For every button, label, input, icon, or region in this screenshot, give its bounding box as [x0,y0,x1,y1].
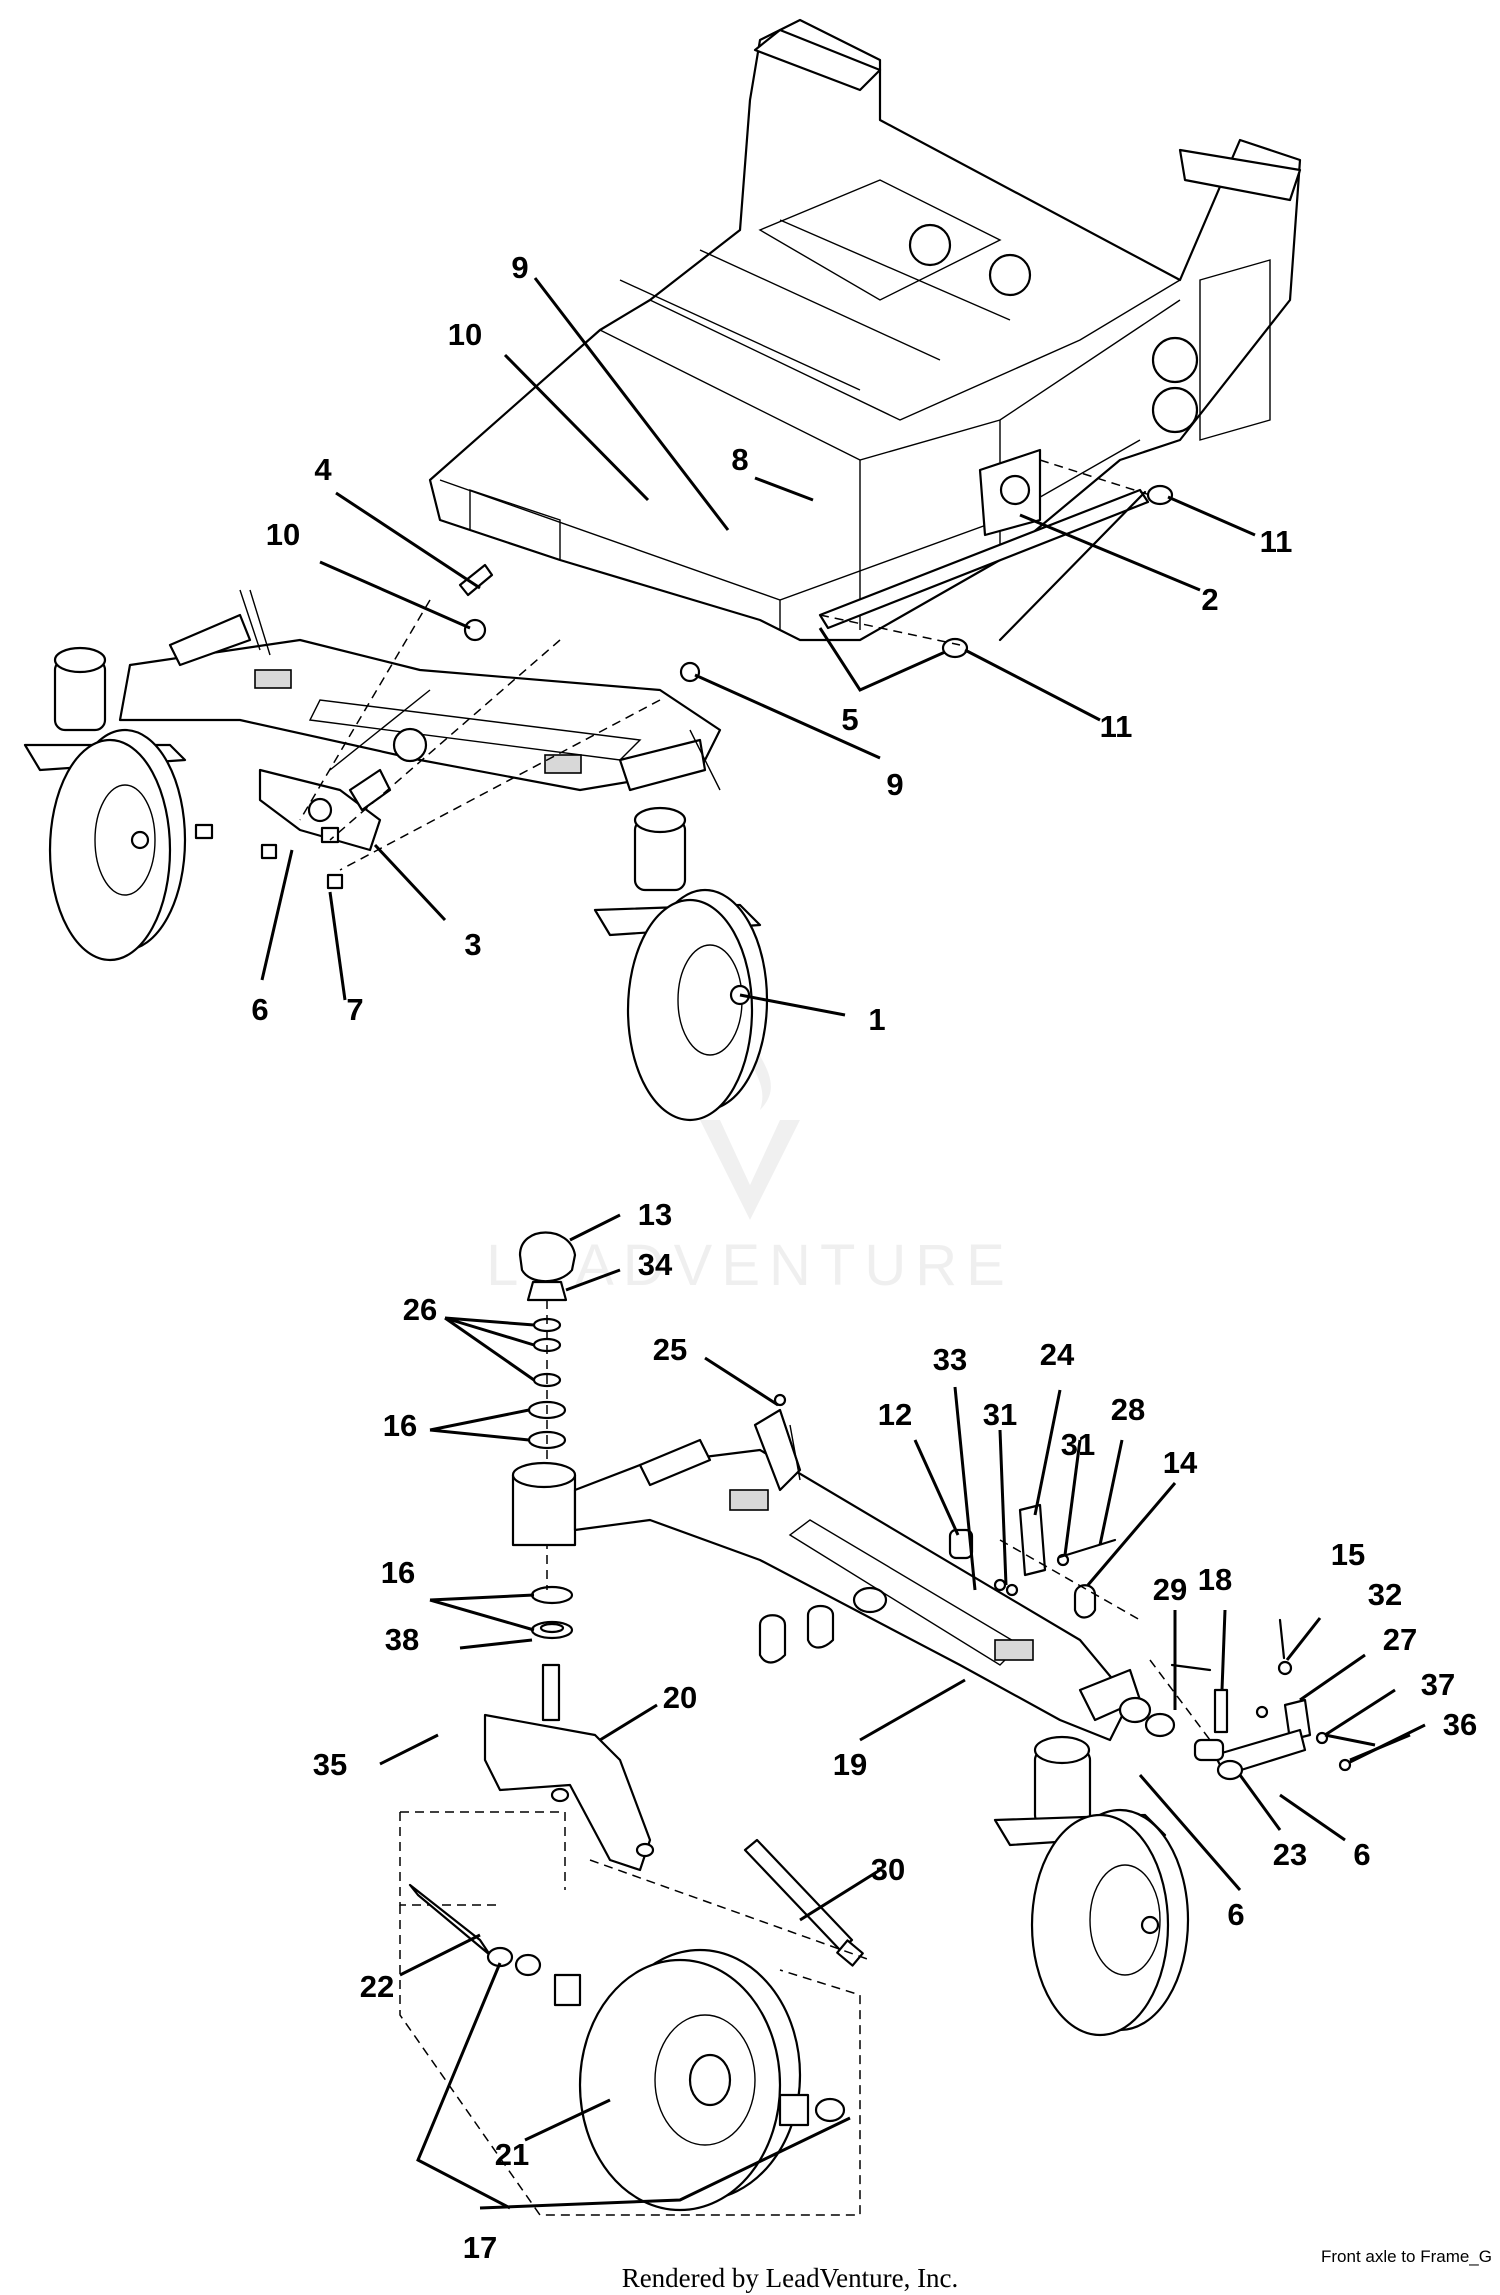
rendered-by-text: Rendered by LeadVenture, Inc. [622,2263,959,2293]
callout-25: 25 [653,1332,687,1367]
callout-7: 7 [346,992,363,1027]
callout-11: 11 [1100,709,1133,744]
callout-16: 16 [381,1555,415,1590]
grease-fitting-assembly [753,1393,802,1492]
callout-31: 31 [983,1397,1017,1432]
pivot-bracket [258,689,431,852]
front-axle-lower [511,1438,1152,1742]
callout-16: 16 [383,1408,417,1443]
callout-23: 23 [1273,1837,1307,1872]
pivot-link [998,490,1147,642]
upper-bolts [194,563,701,890]
callout-1: 1 [868,1002,885,1037]
callout-26: 26 [403,1292,437,1327]
pin-11-upper [1146,484,1174,506]
callout-20: 20 [663,1680,697,1715]
callout-32: 32 [1368,1577,1402,1612]
callout-9: 9 [886,767,903,802]
callout-28: 28 [1111,1392,1145,1427]
upper-leaders [260,277,1256,1017]
callout-8: 8 [731,442,748,477]
callout-9: 9 [511,250,528,285]
callout-3: 3 [464,927,481,962]
pin-11-lower [941,637,969,659]
spindle-stack [518,1231,577,1722]
callout-36: 36 [1443,1707,1477,1742]
wheel-assembly [399,1883,861,2216]
callout-34: 34 [638,1247,673,1282]
callout-10: 10 [448,317,482,352]
upper-assembly: 9 10 4 10 8 11 2 5 11 9 3 6 7 1 [23,18,1302,1122]
callout-27: 27 [1383,1622,1417,1657]
linkage-parts [758,1503,1352,1781]
caster-wheel-right [593,806,769,1122]
callout-19: 19 [833,1747,867,1782]
callout-38: 38 [385,1622,419,1657]
callout-24: 24 [1040,1337,1075,1372]
callout-2: 2 [1201,582,1218,617]
callout-5: 5 [841,702,858,737]
callout-15: 15 [1331,1537,1365,1572]
callout-14: 14 [1163,1445,1198,1480]
lower-callouts: 13 34 26 25 16 33 24 12 31 31 28 14 16 2… [313,1197,1477,2265]
axle-bolt [589,1838,871,1967]
diagram-name: Front axle to Frame_G [1321,2247,1492,2266]
callout-6: 6 [1353,1837,1370,1872]
callout-6: 6 [251,992,268,1027]
callout-4: 4 [314,452,332,487]
caster-fork [399,1713,655,1906]
caster-wheel-left [23,646,187,962]
callout-11: 11 [1260,524,1293,559]
callout-17: 17 [463,2230,497,2265]
callout-21: 21 [495,2137,529,2172]
lower-leaders [379,1213,1426,2210]
caster-wheel-lower-right [993,1735,1190,2037]
pivot-rod [818,488,1150,630]
callout-10: 10 [266,517,300,552]
front-axle-upper [118,589,722,792]
callout-29: 29 [1153,1572,1187,1607]
callout-33: 33 [933,1342,967,1377]
callout-22: 22 [360,1969,394,2004]
callout-18: 18 [1198,1562,1232,1597]
callout-30: 30 [871,1852,905,1887]
callout-12: 12 [878,1397,912,1432]
callout-35: 35 [313,1747,347,1782]
lower-assembly: 13 34 26 25 16 33 24 12 31 31 28 14 16 2… [313,1197,1477,2265]
callout-6: 6 [1227,1897,1244,1932]
frame-drawing [428,18,1302,642]
callout-31: 31 [1061,1427,1095,1462]
callout-13: 13 [638,1197,672,1232]
upper-callouts: 9 10 4 10 8 11 2 5 11 9 3 6 7 1 [251,250,1292,1037]
callout-37: 37 [1421,1667,1455,1702]
